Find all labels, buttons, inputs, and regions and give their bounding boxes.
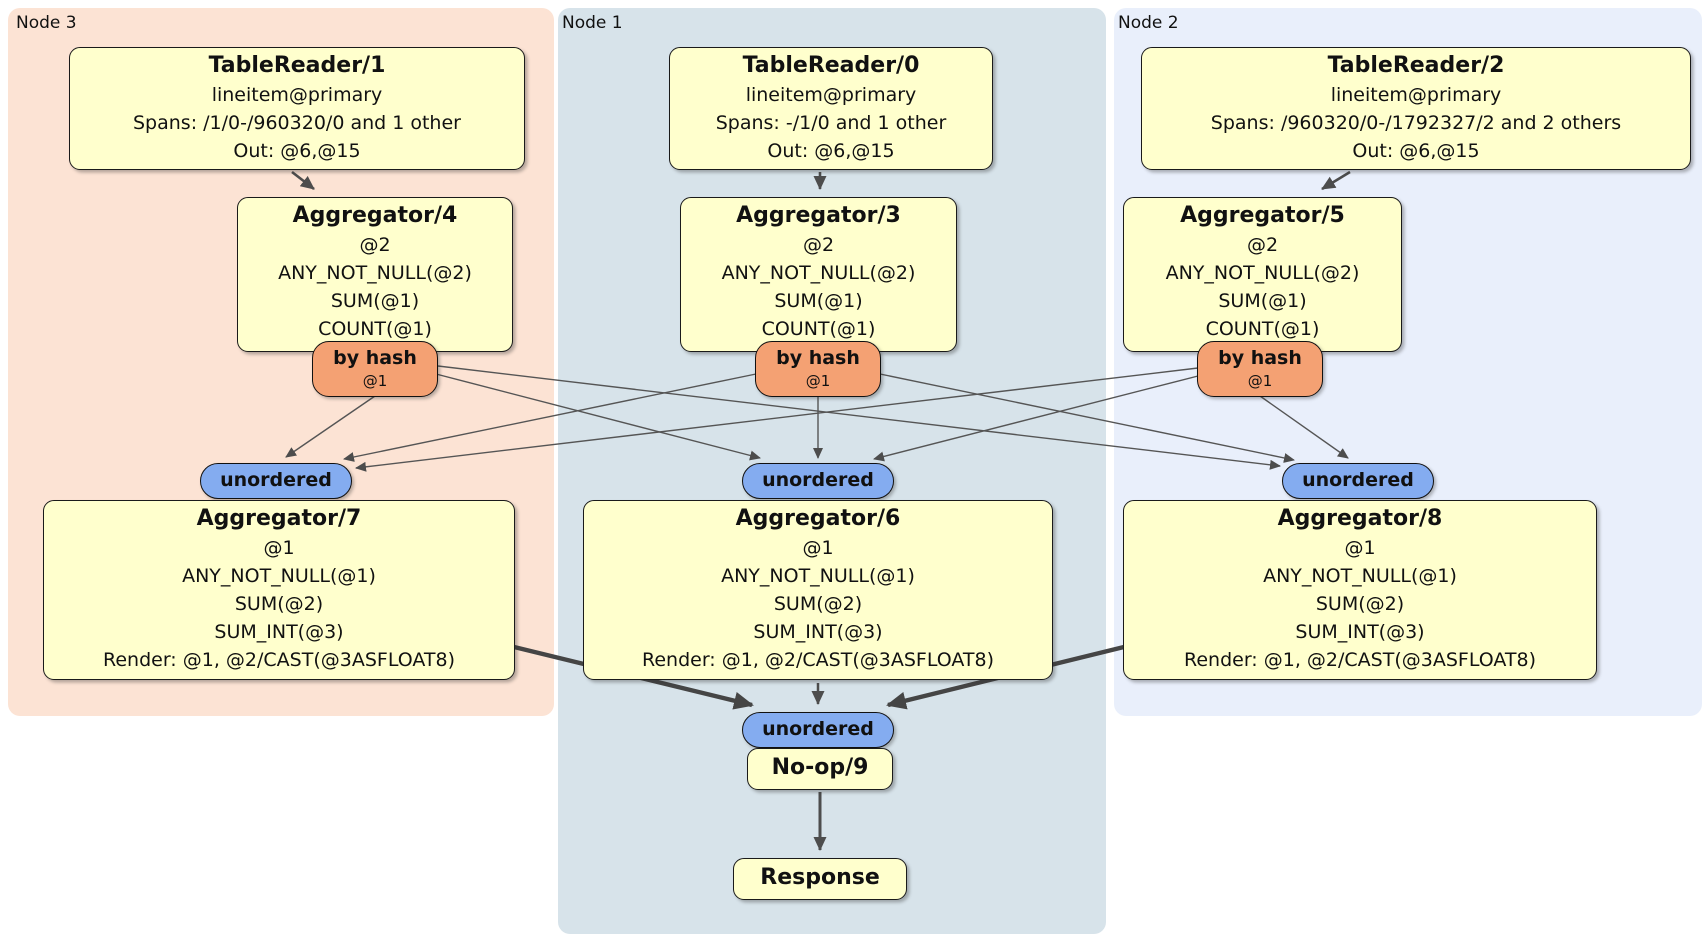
processor-title: No-op/9 xyxy=(771,755,869,780)
processor-line: SUM(@1) xyxy=(330,290,420,312)
processor-line: Out: @6,@15 xyxy=(1352,140,1480,162)
processor-line: lineitem@primary xyxy=(745,84,917,106)
processor-line: SUM(@1) xyxy=(774,290,863,312)
processor-tablereader-1: TableReader/1 lineitem@primary Spans: /1… xyxy=(69,47,525,170)
processor-line: SUM(@2) xyxy=(1315,593,1405,615)
processor-tablereader-0: TableReader/0 lineitem@primary Spans: -/… xyxy=(669,47,993,170)
router-detail: @1 xyxy=(362,372,388,390)
processor-line: SUM(@2) xyxy=(234,593,324,615)
processor-line: COUNT(@1) xyxy=(761,318,876,340)
processor-title: TableReader/0 xyxy=(742,53,920,78)
processor-line: SUM_INT(@3) xyxy=(214,621,344,643)
stream-unordered-right: unordered xyxy=(1282,463,1434,499)
router-label: by hash xyxy=(776,347,860,369)
router-by-hash-left: by hash @1 xyxy=(312,341,438,397)
router-detail: @1 xyxy=(805,372,831,390)
processor-aggregator-8: Aggregator/8 @1 ANY_NOT_NULL(@1) SUM(@2)… xyxy=(1123,500,1597,680)
processor-line: @1 xyxy=(802,537,834,559)
processor-title: Aggregator/7 xyxy=(196,506,362,531)
processor-line: Out: @6,@15 xyxy=(233,140,361,162)
processor-line: Render: @1, @2/CAST(@3ASFLOAT8) xyxy=(103,649,455,671)
processor-line: ANY_NOT_NULL(@2) xyxy=(721,262,916,284)
processor-line: Spans: /960320/0-/1792327/2 and 2 others xyxy=(1210,112,1622,134)
processor-aggregator-7: Aggregator/7 @1 ANY_NOT_NULL(@1) SUM(@2)… xyxy=(43,500,515,680)
processor-aggregator-5: Aggregator/5 @2 ANY_NOT_NULL(@2) SUM(@1)… xyxy=(1123,197,1402,352)
processor-title: Aggregator/5 xyxy=(1180,203,1345,228)
processor-line: @2 xyxy=(359,234,391,256)
processor-line: COUNT(@1) xyxy=(1205,318,1320,340)
processor-line: Out: @6,@15 xyxy=(767,140,895,162)
processor-line: SUM(@2) xyxy=(773,593,863,615)
processor-line: Render: @1, @2/CAST(@3ASFLOAT8) xyxy=(642,649,994,671)
processor-title: TableReader/1 xyxy=(208,53,386,78)
processor-title: Response xyxy=(760,865,880,890)
processor-line: ANY_NOT_NULL(@1) xyxy=(1263,565,1457,587)
region-label-node1: Node 1 xyxy=(562,13,623,33)
region-label-node2: Node 2 xyxy=(1118,13,1179,33)
router-label: by hash xyxy=(1218,347,1302,369)
router-detail: @1 xyxy=(1247,372,1273,390)
processor-line: Spans: /1/0-/960320/0 and 1 other xyxy=(133,112,461,134)
processor-line: ANY_NOT_NULL(@1) xyxy=(721,565,915,587)
processor-title: TableReader/2 xyxy=(1327,53,1505,78)
processor-line: SUM_INT(@3) xyxy=(1295,621,1425,643)
processor-line: ANY_NOT_NULL(@2) xyxy=(1165,262,1360,284)
stream-unordered-bottom: unordered xyxy=(742,712,894,748)
region-label-node3: Node 3 xyxy=(16,13,77,33)
processor-aggregator-4: Aggregator/4 @2 ANY_NOT_NULL(@2) SUM(@1)… xyxy=(237,197,513,352)
processor-line: SUM_INT(@3) xyxy=(753,621,883,643)
processor-title: Aggregator/6 xyxy=(735,506,901,531)
processor-line: @1 xyxy=(1344,537,1376,559)
router-label: by hash xyxy=(333,347,417,369)
processor-noop-9: No-op/9 xyxy=(747,748,893,790)
processor-title: Aggregator/4 xyxy=(292,203,458,228)
processor-line: ANY_NOT_NULL(@1) xyxy=(182,565,376,587)
processor-line: ANY_NOT_NULL(@2) xyxy=(278,262,472,284)
processor-response: Response xyxy=(733,858,907,900)
router-by-hash-middle: by hash @1 xyxy=(755,341,881,397)
processor-aggregator-6: Aggregator/6 @1 ANY_NOT_NULL(@1) SUM(@2)… xyxy=(583,500,1053,680)
processor-line: @2 xyxy=(802,234,835,256)
processor-line: lineitem@primary xyxy=(211,84,383,106)
router-by-hash-right: by hash @1 xyxy=(1197,341,1323,397)
stream-unordered-left: unordered xyxy=(200,463,352,499)
processor-aggregator-3: Aggregator/3 @2 ANY_NOT_NULL(@2) SUM(@1)… xyxy=(680,197,957,352)
stream-unordered-middle: unordered xyxy=(742,463,894,499)
processor-title: Aggregator/3 xyxy=(736,203,901,228)
processor-line: COUNT(@1) xyxy=(318,318,432,340)
processor-line: lineitem@primary xyxy=(1330,84,1502,106)
processor-line: SUM(@1) xyxy=(1218,290,1307,312)
processor-line: @2 xyxy=(1246,234,1279,256)
processor-tablereader-2: TableReader/2 lineitem@primary Spans: /9… xyxy=(1141,47,1691,170)
processor-line: Spans: -/1/0 and 1 other xyxy=(715,112,947,134)
processor-line: @1 xyxy=(263,537,295,559)
processor-title: Aggregator/8 xyxy=(1277,506,1443,531)
processor-line: Render: @1, @2/CAST(@3ASFLOAT8) xyxy=(1184,649,1536,671)
